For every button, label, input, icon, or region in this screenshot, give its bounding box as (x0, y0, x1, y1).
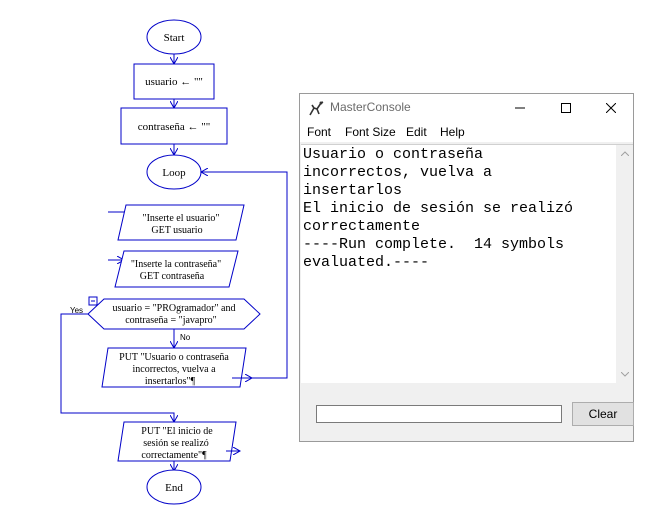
chevron-down-icon (620, 372, 629, 377)
end-label: End (165, 482, 183, 494)
close-button[interactable] (588, 94, 634, 122)
menu-bar: Font Font Size Edit Help (300, 122, 633, 142)
menu-edit[interactable]: Edit (406, 125, 427, 139)
masterconsole-window: MasterConsole Font Font Size Edit Help U… (299, 93, 634, 442)
minimize-icon (515, 107, 525, 109)
put-success-parallelogram[interactable] (117, 421, 237, 462)
put-success-line1: PUT "El inicio de (141, 426, 213, 437)
clear-button[interactable]: Clear (572, 402, 634, 426)
scroll-up-button[interactable] (616, 145, 633, 162)
start-label: Start (164, 32, 185, 44)
input-usuario-parallelogram[interactable] (117, 204, 245, 241)
close-icon (606, 103, 616, 113)
input-usuario-line2: GET usuario (151, 225, 202, 236)
put-incorrect-line3: insertarlos"¶ (145, 376, 196, 387)
menu-help[interactable]: Help (440, 125, 465, 139)
put-success-line2: sesión se realizó (143, 438, 209, 449)
loop-back-connector (201, 172, 288, 379)
minimize-button[interactable] (497, 94, 543, 122)
chevron-up-icon (620, 151, 629, 156)
maximize-icon (561, 103, 571, 113)
put-incorrect-parallelogram[interactable] (101, 347, 247, 388)
loop-label: Loop (162, 167, 186, 179)
decision-hexagon[interactable] (87, 298, 261, 330)
maximize-button[interactable] (543, 94, 589, 122)
vertical-scrollbar[interactable] (616, 145, 633, 383)
assign-usuario-label: usuario ← "" (145, 76, 203, 88)
console-input-field[interactable] (316, 405, 562, 423)
input-usuario-line1: "Inserte el usuario" (142, 213, 219, 224)
console-output-text: Usuario o contraseña incorrectos, vuelva… (303, 146, 574, 271)
window-title: MasterConsole (330, 100, 411, 114)
input-contrasena-line2: GET contraseña (140, 271, 205, 282)
assign-contrasena-label: contraseña ← "" (138, 121, 211, 133)
end-terminal[interactable] (146, 469, 202, 505)
put-incorrect-line1: PUT "Usuario o contraseña (119, 352, 229, 363)
scroll-down-button[interactable] (616, 366, 633, 383)
console-output-area[interactable]: Usuario o contraseña incorrectos, vuelva… (301, 144, 633, 383)
put-success-line3: correctamente"¶ (141, 450, 207, 461)
yes-label: Yes (70, 306, 83, 315)
put-incorrect-line2: incorrectos, vuelva a (132, 364, 216, 375)
yes-branch-connector (60, 313, 174, 422)
menu-font-size[interactable]: Font Size (345, 125, 396, 139)
assign-usuario-box[interactable] (133, 63, 215, 100)
no-label: No (180, 333, 191, 342)
input-contrasena-parallelogram[interactable] (114, 250, 239, 288)
app-icon (309, 101, 324, 116)
decision-line1: usuario = "PROgramador" and (113, 303, 236, 314)
menu-font[interactable]: Font (307, 125, 332, 139)
title-bar[interactable]: MasterConsole (300, 94, 633, 122)
flowchart: Start usuario ← "" contraseña ← "" Loop … (60, 19, 288, 505)
decision-line2: contraseña = "javapro" (125, 315, 217, 326)
input-contrasena-line1: "Inserte la contraseña" (131, 259, 221, 270)
